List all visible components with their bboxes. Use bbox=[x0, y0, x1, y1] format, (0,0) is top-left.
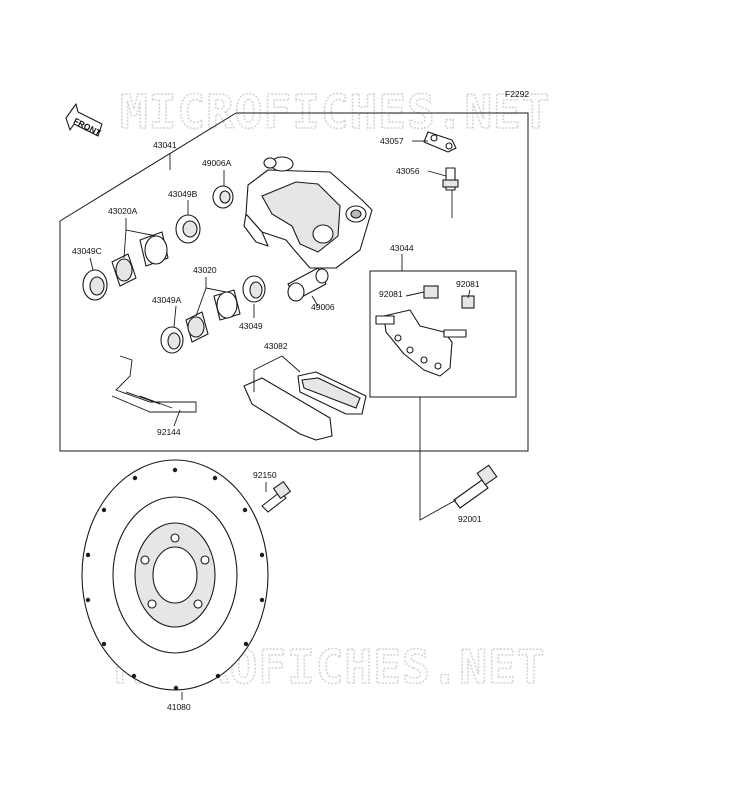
leader-lines bbox=[89, 140, 471, 700]
label-43049B: 43049B bbox=[168, 189, 198, 199]
label-43082: 43082 bbox=[264, 341, 288, 351]
part-43049C-seal bbox=[82, 269, 108, 301]
caliper-body bbox=[243, 156, 373, 269]
label-43049C: 43049C bbox=[72, 246, 102, 256]
label-92150: 92150 bbox=[253, 470, 277, 480]
part-49006-pin bbox=[287, 267, 329, 302]
part-92001-bolt bbox=[453, 464, 498, 509]
part-41080-disc bbox=[81, 459, 269, 691]
label-43049: 43049 bbox=[239, 321, 263, 331]
label-43049A: 43049A bbox=[152, 295, 182, 305]
label-92001: 92001 bbox=[458, 514, 482, 524]
part-43049B-seal bbox=[175, 214, 201, 244]
caliper-assembly-frame bbox=[59, 112, 529, 452]
part-43020-pistons bbox=[185, 289, 241, 343]
bracket-box bbox=[369, 270, 517, 398]
label-49006: 49006 bbox=[311, 302, 335, 312]
part-43044-bracket bbox=[375, 309, 467, 377]
label-43044: 43044 bbox=[390, 243, 414, 253]
figure-code: F2292 bbox=[505, 89, 529, 99]
label-41080: 41080 bbox=[167, 702, 191, 712]
label-43020: 43020 bbox=[193, 265, 217, 275]
label-92081-left: 92081 bbox=[379, 289, 403, 299]
part-43020A-pistons bbox=[111, 231, 169, 287]
label-43057: 43057 bbox=[380, 136, 404, 146]
part-43082-pads bbox=[243, 371, 367, 441]
part-92150-bolt bbox=[261, 480, 292, 513]
label-43041: 43041 bbox=[153, 140, 177, 150]
part-92144-clip bbox=[111, 355, 197, 413]
label-92081-right: 92081 bbox=[456, 279, 480, 289]
part-49006A-boot bbox=[212, 185, 234, 209]
part-43057-cap bbox=[423, 131, 457, 153]
label-43056: 43056 bbox=[396, 166, 420, 176]
label-92144: 92144 bbox=[157, 427, 181, 437]
label-43020A: 43020A bbox=[108, 206, 138, 216]
part-43049-seal bbox=[242, 275, 266, 303]
front-arrow-icon: FRONT bbox=[65, 103, 103, 138]
part-43049A-seal bbox=[160, 326, 184, 354]
part-92081-clip-right bbox=[461, 295, 475, 309]
watermark-top: MICROFICHES.NET bbox=[120, 85, 550, 139]
part-43056-bleeder bbox=[442, 167, 459, 191]
label-49006A: 49006A bbox=[202, 158, 232, 168]
part-92081-clip-left bbox=[423, 285, 439, 299]
